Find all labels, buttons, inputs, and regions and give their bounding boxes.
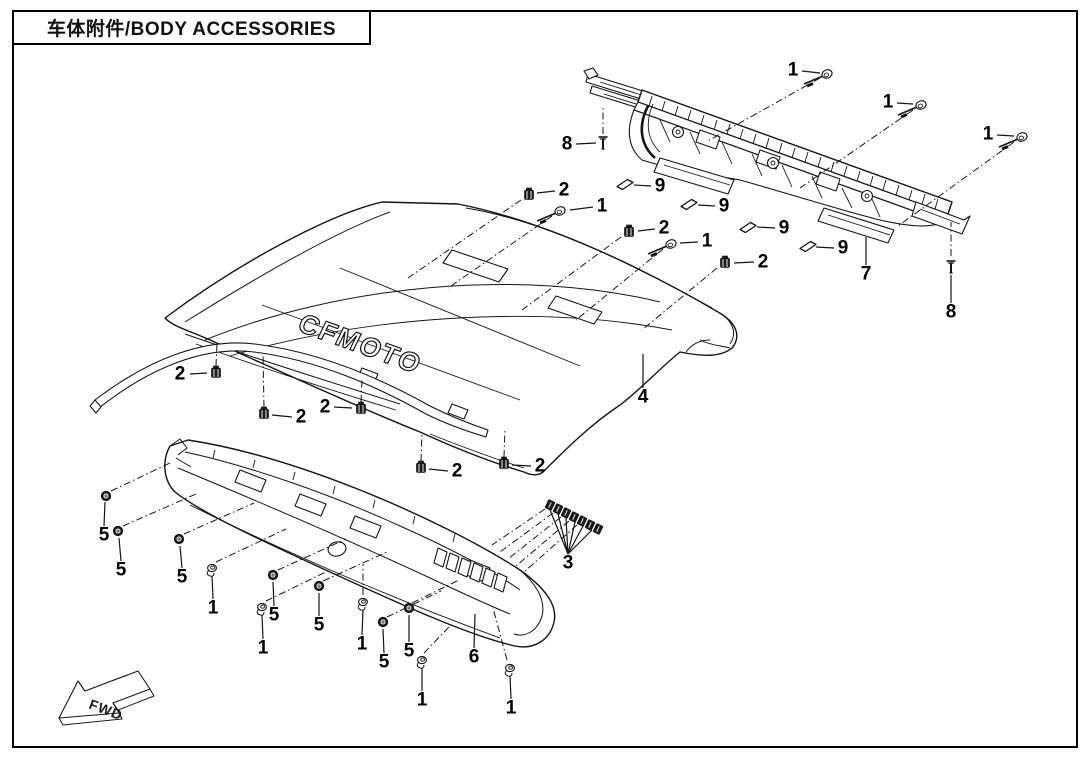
screw-icon bbox=[206, 563, 217, 577]
nut-icon bbox=[267, 569, 279, 581]
pad-icon bbox=[680, 198, 698, 211]
screw-icon bbox=[997, 129, 1030, 151]
fwd-direction-arrow: FWD bbox=[58, 670, 155, 726]
clip-icon bbox=[499, 456, 509, 469]
assembly-centerlines bbox=[110, 77, 1015, 661]
pad-icon bbox=[739, 221, 757, 234]
screw-icon bbox=[256, 602, 267, 616]
nut-icon bbox=[403, 602, 415, 614]
clip-icon bbox=[259, 406, 269, 419]
clip-icon bbox=[356, 401, 366, 414]
pad-icon bbox=[799, 240, 817, 253]
screw-icon bbox=[416, 655, 427, 669]
callout-leader-lines bbox=[103, 70, 1015, 700]
clip-icon bbox=[624, 224, 634, 237]
small-screw-icon bbox=[945, 260, 957, 274]
small-screw-icon bbox=[597, 136, 609, 150]
front-bracket-drawing bbox=[164, 438, 556, 648]
nut-icon bbox=[377, 616, 389, 628]
nut-icon bbox=[100, 490, 112, 502]
page-title: 车体附件/BODY ACCESSORIES bbox=[46, 19, 337, 40]
title-block: 车体附件/BODY ACCESSORIES bbox=[12, 10, 371, 45]
pad-icon bbox=[616, 178, 634, 191]
screw-icon bbox=[896, 97, 929, 119]
nut-icon bbox=[313, 580, 325, 592]
nut-icon bbox=[173, 533, 185, 545]
roof-panel-drawing: CFMOTO bbox=[89, 201, 738, 476]
screw-icon bbox=[357, 597, 368, 611]
rear-bracket-drawing bbox=[583, 67, 971, 244]
clip-icon bbox=[416, 460, 426, 473]
screw-icon bbox=[802, 66, 835, 88]
screw-icon bbox=[646, 236, 679, 258]
screw-icon bbox=[504, 663, 515, 677]
clip-icon bbox=[211, 365, 221, 378]
clip-icon bbox=[720, 255, 730, 268]
clip-icon bbox=[524, 187, 534, 200]
nut-icon bbox=[112, 525, 124, 537]
screw-icon bbox=[535, 203, 568, 225]
